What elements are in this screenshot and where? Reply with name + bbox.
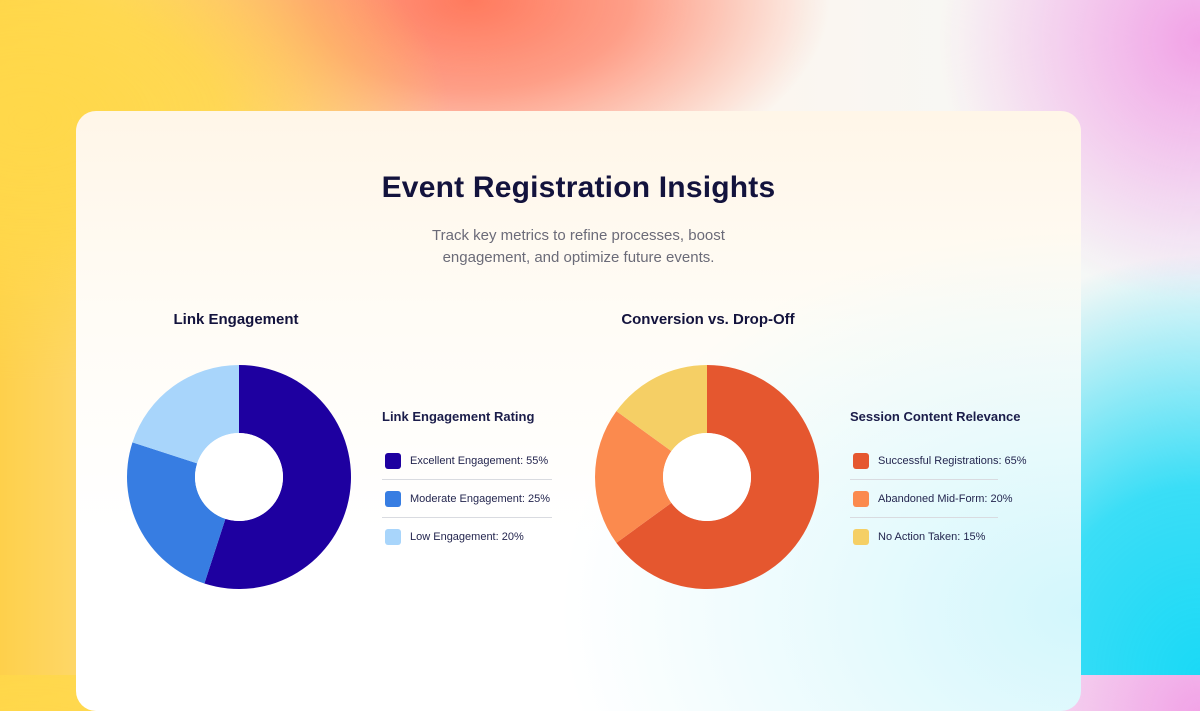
donut-slice-no-action-taken: [616, 365, 707, 452]
donut-slice-successful-registrations: [616, 365, 819, 589]
legend-item-abandoned: Abandoned Mid-Form: 20%: [850, 480, 1013, 518]
legend-title: Link Engagement Rating: [382, 409, 535, 424]
legend-label: Low Engagement: 20%: [410, 530, 524, 543]
legend-label: Abandoned Mid-Form: 20%: [878, 492, 1013, 505]
swatch-no-action: [853, 528, 869, 545]
link-engagement-legend: Link Engagement Rating Excellent Engagem…: [382, 409, 552, 555]
swatch-low: [385, 528, 401, 545]
conversion-donut-chart: [595, 365, 819, 589]
insights-card: Event Registration Insights Track key me…: [76, 111, 1081, 711]
legend-item-no-action: No Action Taken: 15%: [850, 518, 998, 555]
legend-label: Successful Registrations: 65%: [878, 454, 1027, 467]
donut-slice-low-engagement: [132, 365, 239, 464]
legend-label: No Action Taken: 15%: [878, 530, 986, 543]
swatch-successful: [853, 452, 869, 469]
page-title: Event Registration Insights: [381, 171, 776, 204]
conversion-chart-title: Conversion vs. Drop-Off: [621, 311, 795, 328]
swatch-abandoned: [853, 490, 869, 507]
legend-label: Excellent Engagement: 55%: [410, 454, 549, 467]
legend-item-successful: Successful Registrations: 65%: [850, 442, 1027, 480]
swatch-moderate: [385, 490, 401, 507]
page-subtitle: Track key metrics to refine processes, b…: [432, 227, 725, 266]
swatch-excellent: [385, 452, 401, 469]
legend-label: Moderate Engagement: 25%: [410, 492, 551, 505]
link-engagement-donut-chart: [127, 365, 351, 589]
legend-item-moderate: Moderate Engagement: 25%: [382, 480, 552, 518]
donut-slice-abandoned-mid-form: [595, 411, 672, 543]
donut-slice-excellent-engagement: [204, 365, 351, 589]
legend-item-low: Low Engagement: 20%: [382, 518, 552, 555]
donut-hole: [663, 433, 751, 521]
legend-title: Session Content Relevance: [850, 409, 1021, 424]
donut-hole: [195, 433, 283, 521]
conversion-legend: Session Content Relevance Successful Reg…: [850, 409, 1027, 555]
donut-slice-moderate-engagement: [127, 442, 226, 584]
legend-item-excellent: Excellent Engagement: 55%: [382, 442, 552, 480]
link-engagement-chart-title: Link Engagement: [173, 311, 299, 328]
